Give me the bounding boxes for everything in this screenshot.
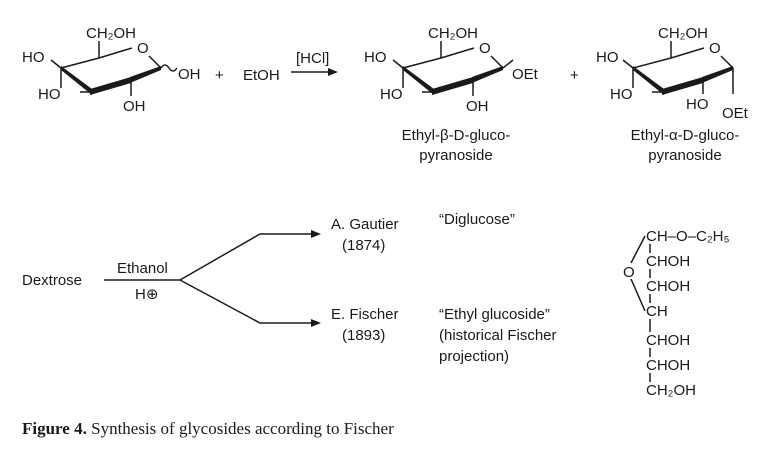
ethanol-label: EtOH [243, 67, 280, 84]
glucose-oh-label: OH [123, 98, 146, 115]
fischer-product: “Ethyl glucoside” [439, 306, 550, 323]
alpha-oet-label: OEt [722, 105, 749, 122]
projection-row: CH [646, 303, 668, 320]
acid-label: H⊕ [135, 286, 158, 303]
plus-sign: + [570, 67, 579, 84]
projection-ring-oxygen: O [623, 264, 635, 281]
ethyl-alpha-glucopyranoside-structure: CH₂OH O HO HO HO OEt [596, 25, 749, 122]
beta-ch2oh-label: CH₂OH [428, 25, 478, 42]
historical-scheme: Dextrose Ethanol H⊕ A. Gautier (1874) “D… [22, 211, 557, 365]
fischer-name: E. Fischer [331, 306, 399, 323]
beta-oh-label: OH [466, 98, 489, 115]
reaction-arrow: [HCl] [291, 50, 338, 76]
gautier-product: “Diglucose” [439, 211, 515, 228]
figure-caption: Figure 4. Synthesis of glycosides accord… [22, 419, 394, 439]
ethyl-beta-glucopyranoside-structure: CH₂OH O HO HO OEt OH [364, 25, 539, 115]
beta-product-name: pyranoside [419, 147, 492, 164]
plus-sign: + [215, 67, 224, 84]
alpha-ch2oh-label: CH₂OH [658, 25, 708, 42]
glucose-ho-label: HO [22, 49, 45, 66]
glucose-anomeric-oh-label: OH [178, 66, 201, 83]
gautier-year: (1874) [342, 237, 385, 254]
alpha-ho-label: HO [596, 49, 619, 66]
alpha-product-name: pyranoside [648, 147, 721, 164]
catalyst-label: [HCl] [296, 50, 329, 67]
projection-row: CH₂OH [646, 382, 696, 399]
gautier-name: A. Gautier [331, 216, 399, 233]
beta-oet-label: OEt [512, 66, 539, 83]
glucose-ho-label: HO [38, 86, 61, 103]
glucose-ch2oh-label: CH₂OH [86, 25, 136, 42]
beta-ho-label: HO [364, 49, 387, 66]
fischer-product-note: projection) [439, 348, 509, 365]
alpha-ring-oxygen: O [709, 40, 721, 57]
glucose-structure: CH₂OH O HO HO OH OH [22, 25, 201, 115]
figure-caption-text: Synthesis of glycosides according to Fis… [91, 419, 394, 438]
alpha-product-name: Ethyl-α-D-gluco- [631, 127, 740, 144]
figure-label: Figure 4. [22, 419, 87, 438]
fischer-year: (1893) [342, 327, 385, 344]
alpha-ho-label: HO [610, 86, 633, 103]
beta-ho-label: HO [380, 86, 403, 103]
projection-row: CHOH [646, 332, 690, 349]
projection-row: CHOH [646, 357, 690, 374]
fischer-product-note: (historical Fischer [439, 327, 557, 344]
fischer-projection-structure: CH–O–C₂H₅ CHOH O CHOH CH CHOH CHOH CH₂OH [623, 228, 730, 399]
dextrose-label: Dextrose [22, 272, 82, 289]
alpha-ho-label: HO [686, 96, 709, 113]
glucose-ring-oxygen: O [137, 40, 149, 57]
projection-row: CH–O–C₂H₅ [646, 228, 730, 245]
projection-row: CHOH [646, 253, 690, 270]
beta-product-name: Ethyl-β-D-gluco- [402, 127, 511, 144]
projection-row: CHOH [646, 278, 690, 295]
beta-ring-oxygen: O [479, 40, 491, 57]
reagent-label: Ethanol [117, 260, 168, 277]
